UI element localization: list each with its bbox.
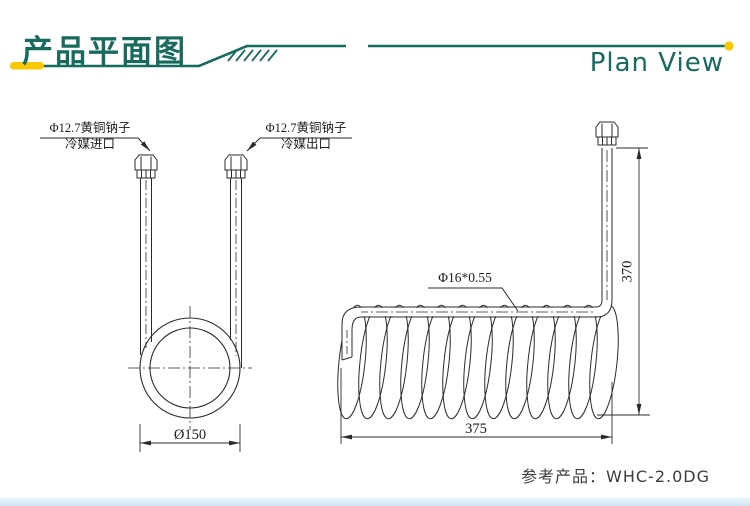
tube-centerlines: [145, 180, 237, 356]
tube-spec-leader: [428, 287, 519, 312]
yellow-accent-bar-icon: [10, 62, 44, 70]
riser-fill: [596, 148, 612, 317]
header-underline-left: [12, 44, 346, 68]
label-leader-lines: [40, 137, 352, 152]
outlet-nut-icon: [224, 154, 248, 179]
diameter-dimension: [139, 424, 241, 452]
top-return-tube: [360, 306, 597, 318]
header-divider-graphic: [10, 41, 734, 70]
dimension-width-375: 375: [465, 421, 487, 437]
circle-crosshair-centerlines: [128, 306, 252, 430]
reference-product-line: 参考产品：WHC-2.0DG: [521, 463, 710, 487]
outlet-label-spec: Φ12.7黄铜钠子: [265, 121, 347, 135]
reference-product-value: WHC-2.0DG: [606, 467, 710, 486]
spring-loops: [337, 304, 619, 420]
left-coil-end-view: [40, 137, 352, 452]
inlet-label-spec: Φ12.7黄铜钠子: [49, 121, 131, 135]
outlet-label-port: 冷媒出口: [280, 137, 331, 152]
hatch-marks-icon: [227, 49, 278, 62]
inlet-label-port: 冷媒进口: [64, 137, 115, 152]
footer-accent-bar: [0, 497, 750, 506]
inlet-nut-icon: [134, 154, 158, 179]
reference-product-label: 参考产品：: [521, 467, 607, 486]
right-coil-side-view: [337, 121, 650, 444]
tube-spec-label: Φ16*0.55: [438, 270, 492, 285]
page-title: 产品平面图: [22, 34, 187, 70]
width-dimension: [340, 368, 613, 444]
inlet-outlet-tubes: [140, 178, 242, 368]
riser-tube: [595, 148, 613, 318]
inlet-label: Φ12.7黄铜钠子 冷媒进口: [42, 120, 138, 153]
page-subtitle: Plan View: [589, 48, 724, 78]
technical-drawing-svg: [40, 121, 650, 452]
dimension-height-370: 370: [619, 260, 636, 283]
yellow-dot-icon: [724, 41, 734, 51]
outlet-label: Φ12.7黄铜钠子 冷媒出口: [258, 120, 354, 153]
dimension-diameter-150: Ø150: [173, 427, 207, 443]
left-elbow-tube: [341, 306, 362, 361]
height-dimension: [597, 147, 650, 416]
riser-nut-icon: [595, 121, 619, 146]
